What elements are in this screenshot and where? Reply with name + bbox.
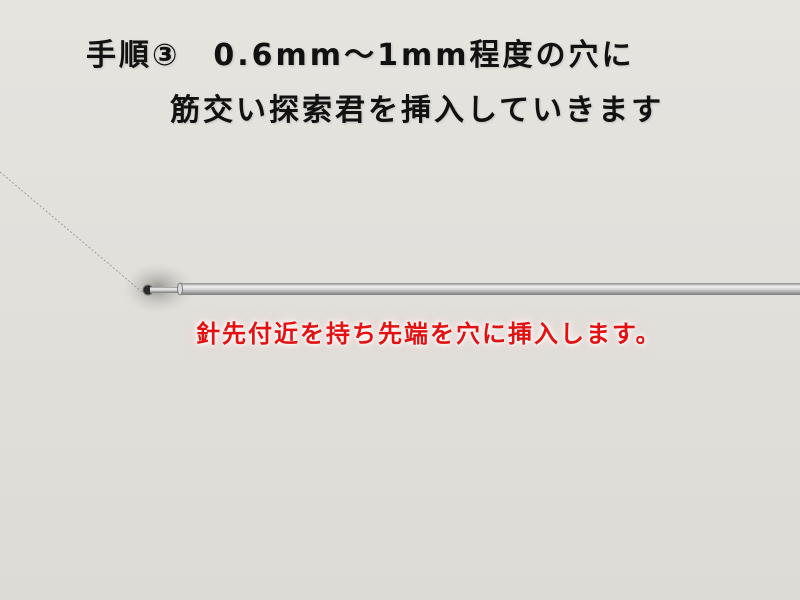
wall-guide-line [0, 171, 143, 293]
step-title-line-1: 手順③ 0.6mm～1mm程度の穴に [86, 38, 635, 73]
probe-needle-tip [150, 287, 182, 293]
step-title-line-2: 筋交い探索君を挿入していきます [170, 93, 665, 128]
probe-needle-body [180, 283, 800, 295]
instruction-note: 針先付近を持ち先端を穴に挿入します。 [196, 320, 662, 348]
probe-needle-body-end [177, 282, 183, 296]
